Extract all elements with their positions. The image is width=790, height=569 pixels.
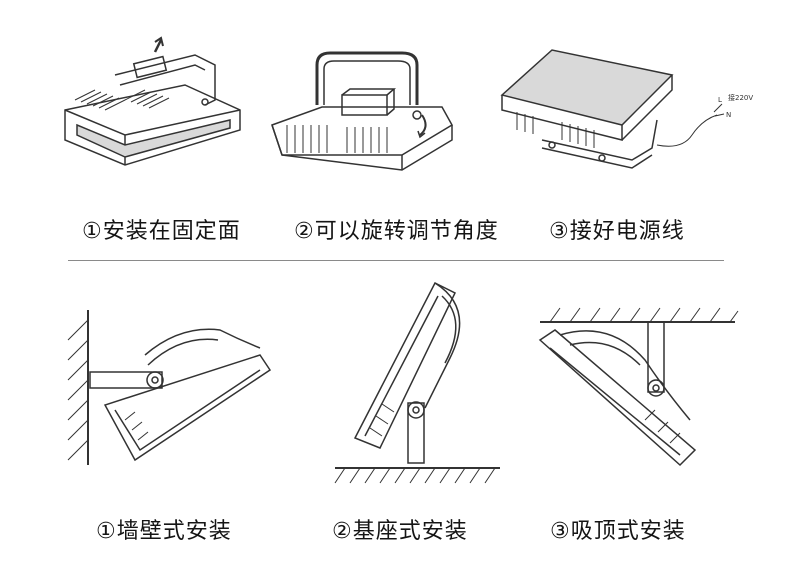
wire-label-live: L	[718, 96, 722, 104]
caption-wall-mount: ①墙壁式安装	[96, 519, 232, 544]
wall-mount-illustration	[60, 300, 290, 470]
base-mount-illustration	[330, 278, 505, 488]
caption-ceiling-mount: ③吸顶式安装	[550, 519, 686, 544]
caption-base-mount: ②基座式安装	[332, 519, 468, 544]
caption-fixed-surface: ①安装在固定面	[82, 219, 241, 244]
fixture-rotate-illustration	[262, 45, 462, 180]
caption-connect-power: ③接好电源线	[549, 219, 685, 244]
fixture-mount-illustration	[55, 30, 255, 190]
ceiling-mount-illustration	[530, 300, 740, 470]
section-divider	[68, 260, 724, 261]
wire-label-voltage: 接220V	[728, 93, 753, 102]
fixture-wiring-illustration: L 接220V N	[492, 40, 772, 180]
caption-rotate-adjust: ②可以旋转调节角度	[294, 219, 499, 244]
wire-label-neutral: N	[726, 111, 731, 119]
